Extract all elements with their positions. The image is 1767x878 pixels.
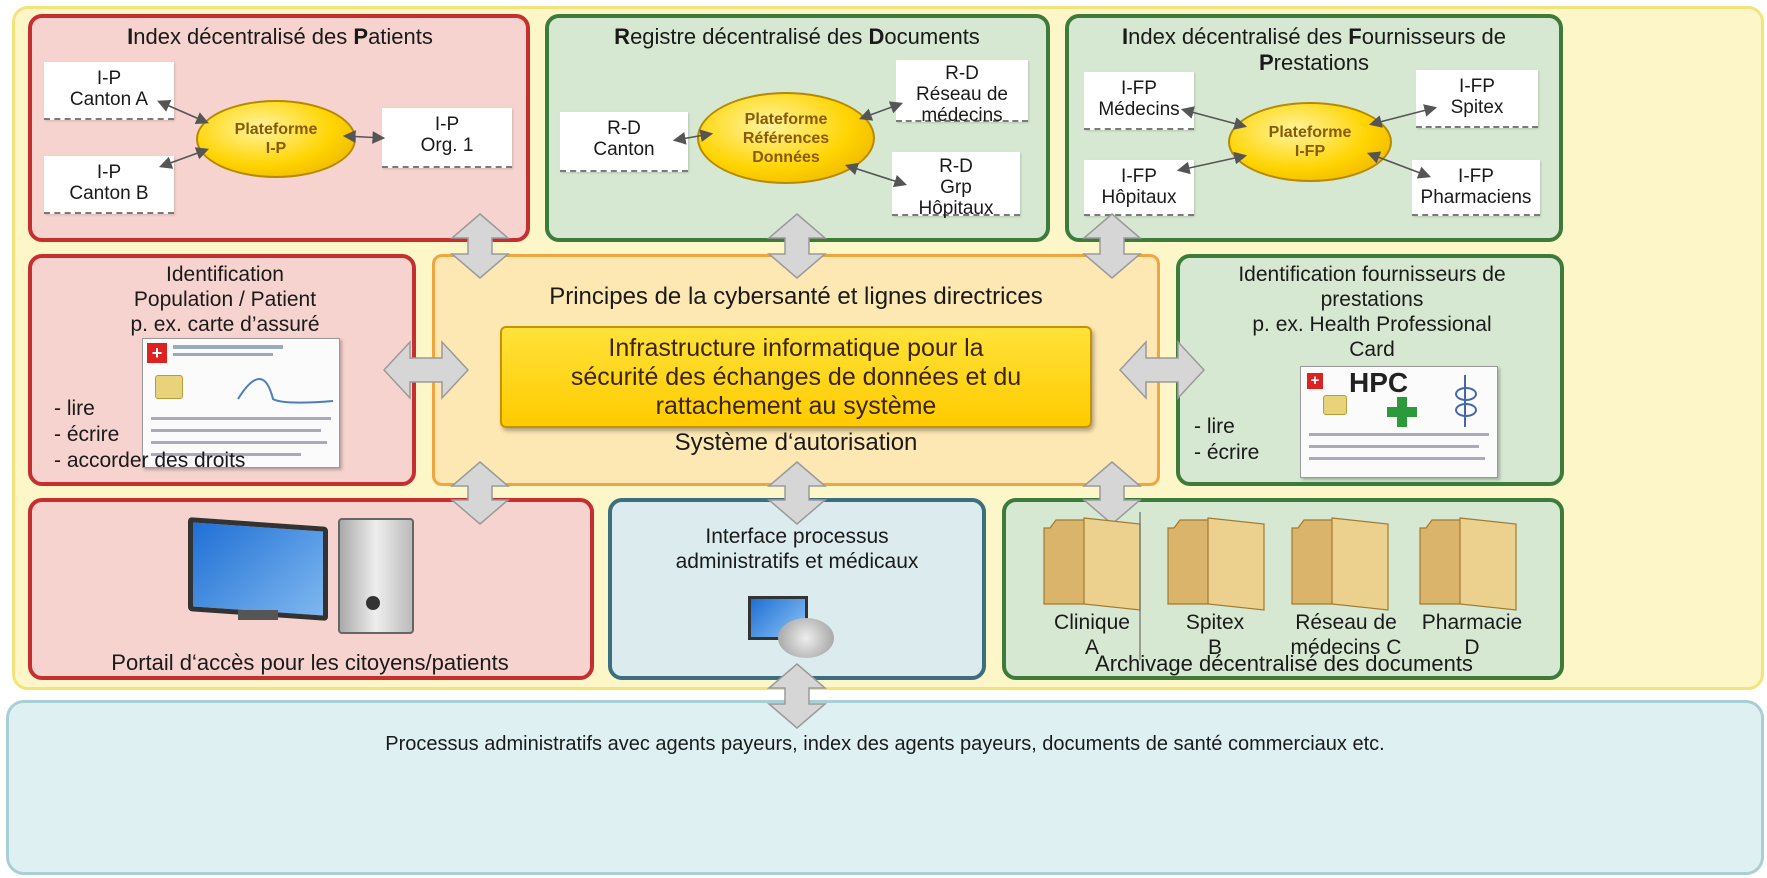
patient-actions: - lire- écrire- accorder des droits xyxy=(54,397,246,472)
double-arrow-horizontal xyxy=(1118,340,1206,400)
folder-shape xyxy=(1167,517,1265,611)
principles-heading: Principes de la cybersanté et lignes dir… xyxy=(549,283,1043,310)
panel-patient-index-title: Index décentralisé des Patients xyxy=(127,24,433,49)
caduceus-icon xyxy=(1453,375,1477,427)
double-arrow-vertical xyxy=(766,461,828,525)
green-cross-icon xyxy=(1387,397,1417,427)
double-arrow-vertical xyxy=(766,663,828,729)
connector-line xyxy=(157,99,209,125)
panel-document-registry-title: Registre décentralisé des Documents xyxy=(614,24,980,49)
connector-line xyxy=(858,101,904,121)
double-arrow-vertical xyxy=(766,213,828,279)
administrative-processes-bar xyxy=(6,700,1764,875)
double-arrow-vertical xyxy=(1081,461,1143,525)
double-arrow-horizontal xyxy=(382,340,470,400)
connector-line xyxy=(1176,151,1248,175)
swiss-cross-icon: + xyxy=(1307,373,1323,389)
authorization-system-label: Système d‘autorisation xyxy=(674,429,918,456)
computer-icon xyxy=(188,512,418,634)
insurance-card-image: + xyxy=(142,338,340,468)
double-arrow-vertical xyxy=(449,213,511,279)
administrative-processes-label: Processus administratifs avec agents pay… xyxy=(385,733,1385,755)
connector-line xyxy=(158,147,210,169)
chip-icon xyxy=(155,375,183,399)
double-arrow-vertical xyxy=(1081,213,1143,279)
swiss-cross-icon: + xyxy=(147,343,167,363)
hpc-card-label: HPC xyxy=(1349,367,1409,398)
folder-shape xyxy=(1043,517,1141,611)
double-arrow-vertical xyxy=(449,461,511,525)
workstation-icon xyxy=(748,592,840,664)
connector-line xyxy=(1180,106,1248,130)
archive-label: Archivage décentralisé des documents xyxy=(1095,651,1473,676)
citizen-portal-label: Portail d‘accès pour les citoyens/patien… xyxy=(111,650,509,675)
connector-line xyxy=(1367,151,1431,179)
provider-actions: - lire- écrire xyxy=(1194,415,1260,464)
hpc-card-image: + HPC xyxy=(1300,366,1498,478)
connector-line xyxy=(1368,104,1438,128)
folder-shape xyxy=(1419,517,1517,611)
connector-line xyxy=(672,129,714,145)
folder-shape xyxy=(1291,517,1389,611)
connector-line xyxy=(844,162,908,188)
chip-icon xyxy=(1323,395,1347,415)
connector-line xyxy=(342,130,386,144)
